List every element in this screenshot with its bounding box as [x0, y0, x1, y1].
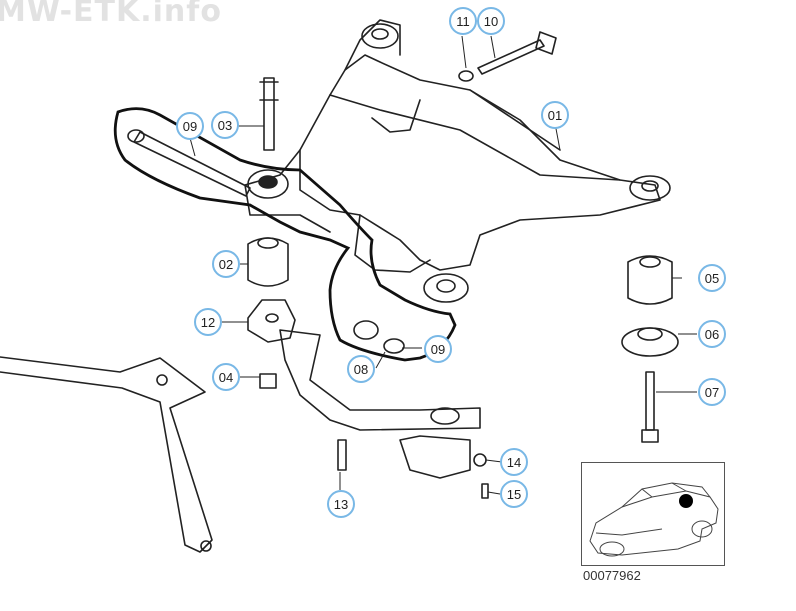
- watermark-text: MW-ETK.info: [0, 0, 222, 29]
- car-icon: [589, 482, 719, 557]
- location-marker: [679, 494, 693, 508]
- callout-15: 15: [500, 480, 528, 508]
- highlight-outline: [113, 107, 457, 362]
- bushing-05: [627, 255, 673, 305]
- callout-01: 01: [541, 101, 569, 129]
- subframe-body: [299, 54, 661, 271]
- bracket-14: [399, 435, 471, 479]
- bolt-09-long: [133, 131, 251, 197]
- callout-14: 14: [500, 448, 528, 476]
- bolt-13: [337, 439, 347, 471]
- callout-12: 12: [194, 308, 222, 336]
- bushing-02: [247, 237, 289, 287]
- callout-03: 03: [211, 111, 239, 139]
- bolt-10: [477, 39, 545, 75]
- bracket-12: [247, 299, 296, 343]
- washer-11: [458, 70, 474, 82]
- bracket-08: [279, 329, 481, 431]
- callout-13: 13: [327, 490, 355, 518]
- vehicle-location-inset: [581, 462, 725, 566]
- callout-09-top: 09: [176, 112, 204, 140]
- callout-11: 11: [449, 7, 477, 35]
- washer-06: [621, 327, 679, 357]
- trailing-arm: [0, 356, 213, 553]
- bolt-15: [481, 483, 489, 499]
- callout-09-bottom: 09: [424, 335, 452, 363]
- bolt-07: [645, 371, 655, 431]
- callout-10: 10: [477, 7, 505, 35]
- callout-07: 07: [698, 378, 726, 406]
- document-number: 00077962: [583, 568, 641, 583]
- callout-05: 05: [698, 264, 726, 292]
- bolt-03: [263, 77, 275, 151]
- nut-04: [259, 373, 277, 389]
- callout-06: 06: [698, 320, 726, 348]
- callout-02: 02: [212, 250, 240, 278]
- callout-08: 08: [347, 355, 375, 383]
- callout-04: 04: [212, 363, 240, 391]
